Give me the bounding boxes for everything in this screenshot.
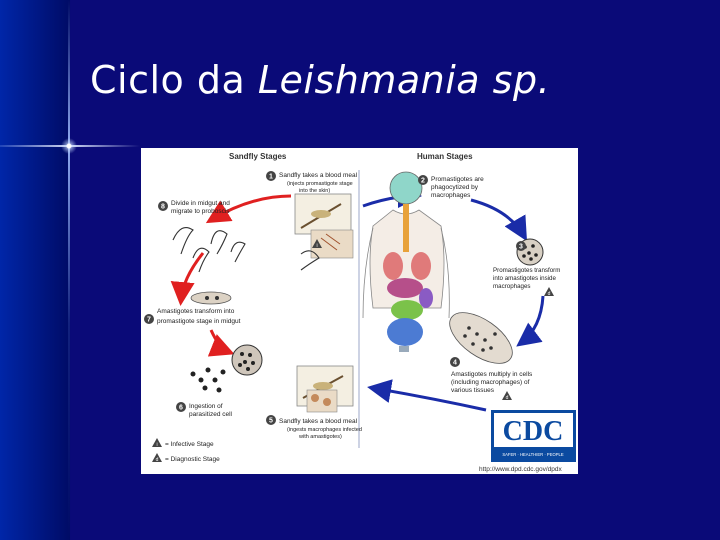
svg-text:d: d [548, 291, 551, 297]
svg-text:8: 8 [161, 204, 165, 211]
svg-text:phagocytized by: phagocytized by [431, 184, 479, 191]
human-body-illustration [363, 172, 449, 352]
svg-text:(injects promastigote stage: (injects promastigote stage [287, 181, 353, 187]
life-cycle-diagram: Sandfly Stages Human Stages [141, 148, 578, 474]
step-badge-3: 3 [516, 241, 526, 251]
step-badge-6: 6 [176, 402, 186, 412]
sandfly-image-1 [295, 194, 353, 258]
svg-text:macrophages: macrophages [493, 283, 531, 290]
svg-text:(ingests macrophages infected: (ingests macrophages infected [287, 427, 362, 433]
step-badge-8: 8 [158, 201, 168, 211]
svg-text:7: 7 [147, 317, 151, 324]
svg-text:various tissues: various tissues [451, 387, 495, 394]
decorative-sparkle [61, 138, 77, 154]
arrow-3-to-4 [521, 296, 543, 343]
svg-text:Sandfly takes a blood meal: Sandfly takes a blood meal [279, 172, 358, 179]
svg-text:migrate to proboscis: migrate to proboscis [171, 208, 230, 215]
svg-text:Amastigotes multiply in cells: Amastigotes multiply in cells [451, 371, 533, 378]
legend-infective: i = Infective Stage [152, 438, 214, 448]
svg-text:SAFER · HEALTHIER · PEOPLE: SAFER · HEALTHIER · PEOPLE [502, 452, 564, 457]
title-plain: Ciclo da [90, 58, 258, 102]
svg-text:= Infective Stage: = Infective Stage [165, 441, 214, 448]
cdc-logo: CDC SAFER · HEALTHIER · PEOPLE [491, 410, 576, 462]
svg-text:CDC: CDC [503, 416, 564, 447]
svg-text:into the skin): into the skin) [299, 188, 330, 194]
svg-text:5: 5 [269, 418, 273, 425]
svg-text:(including macrophages) of: (including macrophages) of [451, 379, 530, 386]
svg-text:promastigote stage in midgut: promastigote stage in midgut [157, 318, 241, 325]
sandfly-stages-header: Sandfly Stages [229, 152, 287, 161]
svg-text:Ingestion of: Ingestion of [189, 403, 223, 410]
step-badge-2: 2 [418, 175, 428, 185]
left-gradient-band [0, 0, 70, 540]
svg-text:with amastigotes): with amastigotes) [298, 434, 342, 440]
legend-diagnostic: d = Diagnostic Stage [152, 453, 220, 463]
step-label-7: Amastigotes transform into promastigote … [157, 308, 241, 325]
svg-text:Divide in midgut and: Divide in midgut and [171, 200, 230, 207]
step-label-5: Sandfly takes a blood meal (ingests macr… [279, 418, 362, 440]
arrow-7-to-6 [211, 330, 229, 352]
svg-text:= Diagnostic Stage: = Diagnostic Stage [165, 456, 220, 463]
svg-text:4: 4 [453, 360, 457, 367]
step-badge-7: 7 [144, 314, 154, 324]
step-badge-4: 4 [450, 357, 460, 367]
svg-text:Promastigotes transform: Promastigotes transform [493, 267, 560, 274]
svg-text:Amastigotes transform into: Amastigotes transform into [157, 308, 235, 315]
life-cycle-figure: Sandfly Stages Human Stages [141, 148, 578, 474]
svg-text:6: 6 [179, 405, 183, 412]
step-label-8: Divide in midgut and migrate to probosci… [171, 200, 230, 215]
human-stages-header: Human Stages [417, 152, 473, 161]
svg-text:i: i [156, 442, 157, 448]
svg-text:2: 2 [421, 178, 425, 185]
step-label-1: Sandfly takes a blood meal (injects prom… [279, 172, 358, 194]
svg-text:macrophages: macrophages [431, 192, 471, 199]
svg-text:Promastigotes are: Promastigotes are [431, 176, 484, 183]
svg-text:3: 3 [519, 244, 523, 251]
sandfly-image-5 [297, 366, 353, 412]
step-label-4: Amastigotes multiply in cells (including… [451, 371, 533, 394]
svg-text:d: d [506, 395, 509, 401]
svg-text:into amastigotes inside: into amastigotes inside [493, 275, 557, 282]
step-badge-1: 1 [266, 171, 276, 181]
amastigote-transforming-stage-7 [191, 292, 231, 304]
step-label-3: Promastigotes transform into amastigotes… [493, 267, 560, 290]
svg-text:d: d [156, 457, 159, 463]
svg-text:1: 1 [269, 174, 273, 181]
step-badge-5: 5 [266, 415, 276, 425]
cdc-url: http://www.dpd.cdc.gov/dpdx [479, 466, 562, 473]
svg-text:i: i [316, 243, 317, 249]
title-italic: Leishmania sp. [258, 58, 550, 102]
diagnostic-marker-stage-3: d [544, 287, 554, 297]
svg-text:parasitized cell: parasitized cell [189, 411, 233, 418]
step-label-2: Promastigotes are phagocytized by macrop… [431, 176, 484, 199]
decorative-vertical-line [68, 0, 70, 540]
arrow-2-to-3 [471, 200, 524, 236]
diagnostic-marker-stage-4: d [502, 391, 512, 401]
slide-title: Ciclo da Leishmania sp. [90, 58, 550, 102]
svg-text:Sandfly takes a blood meal: Sandfly takes a blood meal [279, 418, 358, 425]
step-label-6: Ingestion of parasitized cell [189, 403, 233, 418]
